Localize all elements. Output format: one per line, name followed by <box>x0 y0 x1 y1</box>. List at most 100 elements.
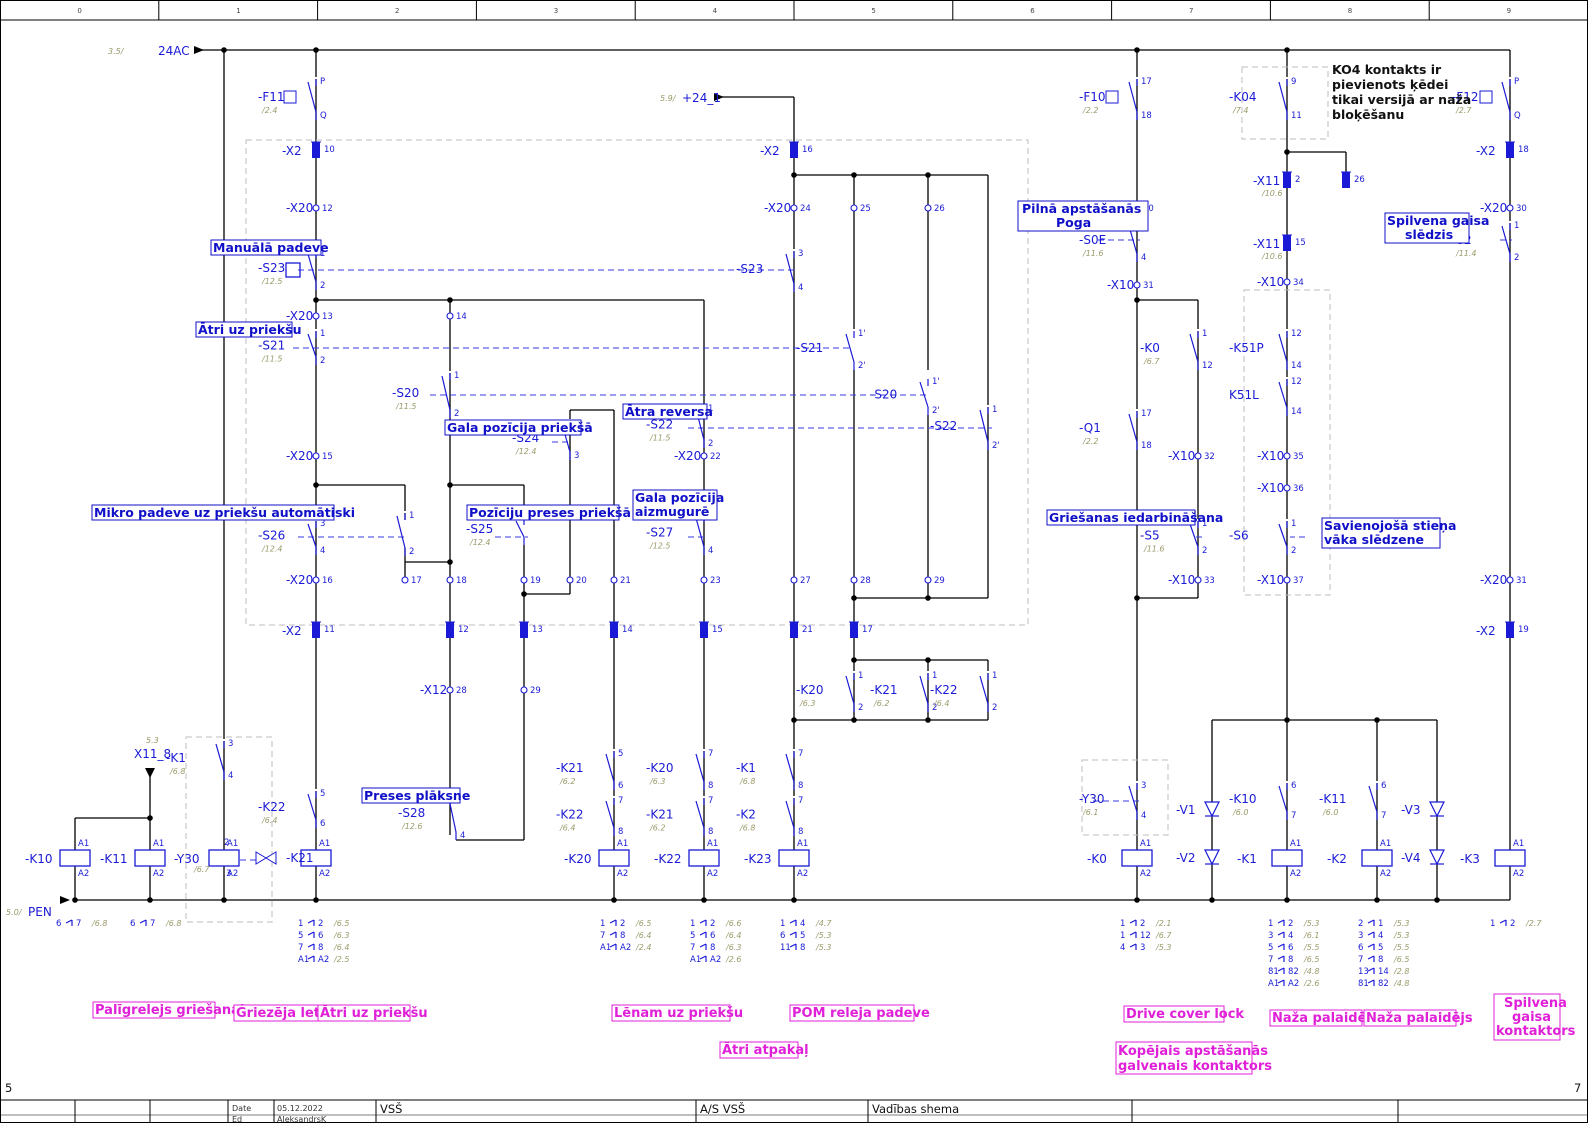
pin-number: A1 <box>78 839 89 849</box>
pin-number: A1 <box>319 839 330 849</box>
terminal-point <box>1194 452 1202 460</box>
crossref-pin: 7 <box>298 943 303 953</box>
crossref-pin: 6 <box>1358 943 1363 953</box>
coil-tag: -K10 <box>25 852 52 866</box>
column-number: 6 <box>1030 7 1035 15</box>
device-tag: -F12 <box>1452 90 1479 104</box>
crossref-pin: 1 <box>1268 919 1273 929</box>
crossref-pin: 82 <box>1288 967 1299 977</box>
crossref-sheet: /6.5 <box>1393 955 1409 964</box>
wiring <box>60 46 1511 904</box>
terminal-number: 21 <box>620 576 631 586</box>
supply-24-1-label: +24_1 <box>682 91 721 105</box>
crossref-sheet: /4.8 <box>1303 967 1319 976</box>
crossref-pin: 4 <box>1120 943 1125 953</box>
coil-tag: -Y30 <box>174 852 200 866</box>
pin-number: 4 <box>228 771 233 781</box>
pin-number: 1 <box>454 371 459 381</box>
pin-number: 4 <box>798 283 803 293</box>
cross-reference: /6.7 <box>1143 357 1160 366</box>
sheet-marker-right: 7 <box>1574 1081 1581 1095</box>
terminal-number: 11 <box>324 625 335 635</box>
pin-number: 7 <box>618 796 623 806</box>
cross-reference: /12.5 <box>649 542 671 551</box>
crossref-sheet: /5.3 <box>1393 919 1409 928</box>
terminal-point <box>1283 278 1291 286</box>
device-tag: -S5 <box>1140 529 1160 543</box>
crossref-sheet: /5.5 <box>1303 943 1319 952</box>
crossref-pin: 7 <box>150 919 155 929</box>
pin-number: A2 <box>319 869 330 879</box>
crossref-pin: 8 <box>318 943 323 953</box>
terminal-point <box>924 204 932 212</box>
terminal-point <box>1283 576 1291 584</box>
pin-number: 2 <box>992 703 997 713</box>
terminal-point <box>700 452 708 460</box>
caption-slow-forward: Lēnam uz priekšu <box>614 1006 743 1021</box>
terminal-point <box>1283 452 1291 460</box>
pin-number: 1 <box>1514 221 1519 231</box>
terminal-number: 27 <box>800 576 811 586</box>
contact-blade <box>307 253 317 283</box>
relay-coil <box>1361 849 1393 867</box>
terminal-number: 16 <box>322 576 333 586</box>
pin-number: 4 <box>320 546 325 556</box>
device-tag: -K21 <box>870 683 897 697</box>
cross-reference: /12.4 <box>261 545 283 554</box>
cross-reference: /10.6 <box>1261 252 1283 261</box>
cross-reference: /7.4 <box>1232 106 1248 115</box>
device-tag: -S22 <box>930 419 957 433</box>
terminal-number: 14 <box>622 625 633 635</box>
relay-coil <box>134 849 166 867</box>
device-tag: -K51P <box>1229 341 1264 355</box>
contact-blade <box>396 515 406 549</box>
pin-number: 17 <box>1141 77 1152 87</box>
terminal-number: 16 <box>802 145 813 155</box>
pin-number: 12 <box>1291 377 1302 387</box>
pin-number: 1 <box>1202 329 1207 339</box>
terminal-number: 12 <box>458 625 469 635</box>
pin-number: 1 <box>409 511 414 521</box>
device-tag: -K20 <box>646 761 673 775</box>
terminal-block <box>446 622 454 638</box>
terminal-point <box>700 576 708 584</box>
terminal-number: 15 <box>1295 238 1306 248</box>
pin-number: 1 <box>320 329 325 339</box>
crossref-sheet: /4.8 <box>1393 979 1409 988</box>
relay-coil <box>1494 849 1526 867</box>
pin-number: 2 <box>454 409 459 419</box>
contact-blade <box>845 675 855 705</box>
terminal-number: 15 <box>712 625 723 635</box>
terminal-label: -X10 <box>1257 449 1284 463</box>
terminal-number: 12 <box>322 204 333 214</box>
terminal-point <box>1506 576 1514 584</box>
terminal-label: -X20 <box>286 201 313 215</box>
crossref-pin: 8 <box>1288 955 1293 965</box>
cross-reference: /6.2 <box>873 699 889 708</box>
crossref-pin: 8 <box>620 931 625 941</box>
pin-number: 2 <box>224 838 229 848</box>
device-tag: -K0 <box>1140 341 1160 355</box>
pin-number: 7 <box>1291 811 1296 821</box>
crossref-pin: 6 <box>318 931 323 941</box>
terminal-number: 18 <box>1518 145 1529 155</box>
crossref-pin: A2 <box>1288 979 1299 989</box>
crossref-pin: 81 <box>1358 979 1369 989</box>
device-tag: -S20 <box>392 386 419 400</box>
device-tag: -F10 <box>1079 90 1106 104</box>
date-value: 05.12.2022 <box>277 1104 323 1113</box>
device-tag: -S6 <box>1229 529 1249 543</box>
crossref-pin: A2 <box>620 943 631 953</box>
cross-reference: /2.2 <box>1082 437 1098 446</box>
crossref-pin: A1 <box>1268 979 1279 989</box>
pin-number: 4 <box>708 546 713 556</box>
caption-pom-relay: POM releja padeve <box>792 1006 930 1021</box>
device-tag: -S0E <box>1079 233 1106 247</box>
terminal-block <box>700 622 708 638</box>
pin-number: 9 <box>1291 77 1296 87</box>
column-number: 4 <box>713 7 718 15</box>
coil-tag: -K2 <box>1327 852 1347 866</box>
pin-number: A2 <box>797 869 808 879</box>
